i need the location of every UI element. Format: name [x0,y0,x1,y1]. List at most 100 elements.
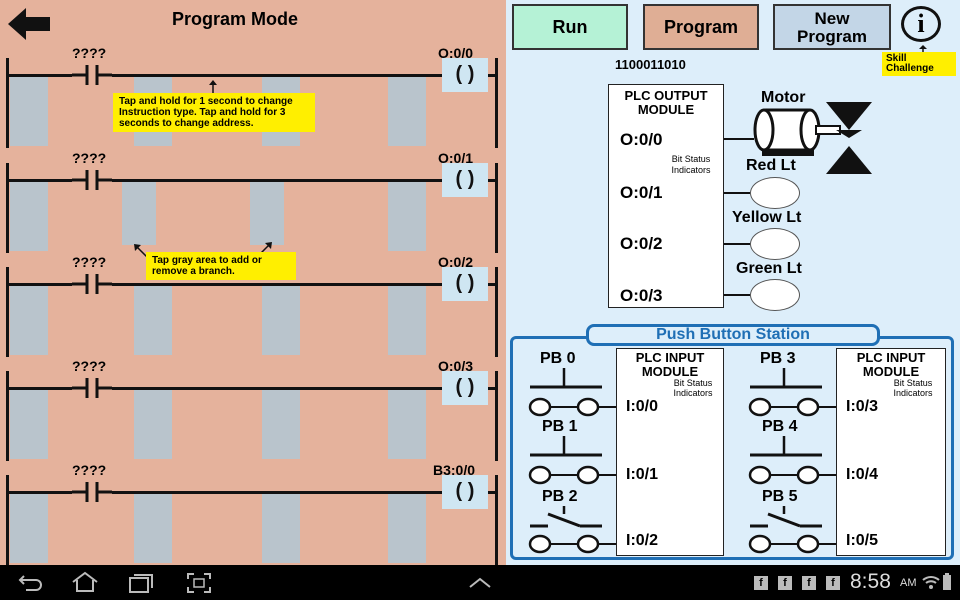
facebook-notification-icon: f [802,576,816,590]
output-coil[interactable]: ( ) [442,371,488,405]
tooltip-arrow-icon [208,80,218,94]
branch-area[interactable] [10,181,48,251]
push-button-label: PB 5 [762,488,798,505]
wifi-icon [922,573,940,591]
branch-area[interactable] [134,493,172,563]
clock-time: 8:58 [850,570,891,593]
rung-wire [8,283,496,286]
rung-wire [8,387,496,390]
simulation-panel: Run Program New Program i Skill Challeng… [506,0,960,565]
push-button-pb0[interactable] [526,368,616,418]
branch-area[interactable] [388,389,426,459]
branch-area[interactable] [10,76,48,146]
ladder-rung: ???? O:0/3 ( ) [0,357,506,461]
recent-apps-nav-icon[interactable] [128,572,154,594]
output-coil[interactable]: ( ) [442,58,488,92]
branch-area[interactable] [10,389,48,459]
output-coil[interactable]: ( ) [442,267,488,301]
right-power-rail [495,267,498,357]
branch-area[interactable] [10,285,48,355]
push-button-label: PB 2 [542,488,578,505]
branch-area[interactable] [262,389,300,459]
output-address: O:0/3 [620,286,663,305]
branch-area[interactable] [388,285,426,355]
left-power-rail [6,475,9,565]
push-button-label: PB 3 [760,350,796,367]
coil-address-label: O:0/1 [438,150,474,166]
input-address: I:0/3 [846,398,879,415]
screenshot-nav-icon[interactable] [186,572,212,594]
push-button-pb2[interactable] [526,504,616,554]
device-label-motor: Motor [761,89,806,106]
plc-output-module [608,84,724,308]
coil-address-label: B3:0/0 [433,462,476,478]
info-icon[interactable]: i [901,6,941,42]
branch-area[interactable] [250,181,284,245]
branch-area[interactable] [134,389,172,459]
new-program-button[interactable]: New Program [773,4,891,50]
output-coil[interactable]: ( ) [442,163,488,197]
run-button[interactable]: Run [512,4,628,50]
left-power-rail [6,371,9,461]
plc-input-module [616,348,724,556]
facebook-notification-icon: f [826,576,840,590]
contact-instruction[interactable] [72,377,112,399]
input-address: I:0/4 [846,466,879,483]
contact-address-label: ???? [72,45,107,61]
battery-icon [942,573,952,591]
motor-icon [752,102,874,178]
input-address: I:0/0 [626,398,659,415]
push-button-pb4[interactable] [746,436,836,486]
output-bits-readout: 1100011010 [615,57,686,72]
push-button-pb5[interactable] [746,504,836,554]
branch-area[interactable] [388,181,426,251]
red-light-indicator [750,177,800,209]
page-title: Program Mode [172,9,299,29]
branch-area[interactable] [388,493,426,563]
chevron-up-icon[interactable] [468,575,492,589]
ladder-rung: ???? O:0/1 ( ) [0,149,506,253]
branch-area[interactable] [122,181,156,245]
skill-challenge-link[interactable]: Skill Challenge [882,52,956,76]
rung-wire [8,74,496,77]
clock-ampm: AM [900,577,917,589]
contact-address-label: ???? [72,254,107,270]
bit-status-label: Bit Status Indicators [671,154,711,175]
rung-wire [8,491,496,494]
branch-area[interactable] [388,76,426,146]
branch-area[interactable] [262,285,300,355]
green-light-indicator [750,279,800,311]
back-arrow-icon[interactable] [8,6,52,42]
contact-instruction[interactable] [72,169,112,191]
output-wire [724,138,754,140]
coil-address-label: O:0/0 [438,45,474,61]
home-nav-icon[interactable] [70,571,100,593]
output-wire [724,192,750,194]
output-coil[interactable]: ( ) [442,475,488,509]
right-power-rail [495,163,498,253]
contact-address-label: ???? [72,358,107,374]
system-navigation-bar: f f f f 8:58 AM [0,565,960,600]
right-power-rail [495,58,498,148]
ladder-panel: Program Mode ???? O:0/0 ( ) ???? O:0/1 (… [0,0,506,565]
push-button-label: PB 1 [542,418,578,435]
push-button-pb3[interactable] [746,368,836,418]
back-nav-icon[interactable] [18,572,44,592]
contact-address-label: ???? [72,150,107,166]
ladder-rung: ???? O:0/2 ( ) [0,253,506,357]
program-button[interactable]: Program [643,4,759,50]
coil-address-label: O:0/2 [438,254,474,270]
output-address: O:0/2 [620,234,663,253]
push-button-pb1[interactable] [526,436,616,486]
branch-area[interactable] [262,493,300,563]
left-power-rail [6,163,9,253]
contact-instruction[interactable] [72,64,112,86]
contact-instruction[interactable] [72,273,112,295]
ladder-rung: ???? O:0/0 ( ) [0,44,506,148]
coil-address-label: O:0/3 [438,358,474,374]
branch-area[interactable] [10,493,48,563]
facebook-notification-icon: f [754,576,768,590]
tooltip-arrow-icon [134,244,148,258]
contact-instruction[interactable] [72,481,112,503]
branch-area[interactable] [134,285,172,355]
